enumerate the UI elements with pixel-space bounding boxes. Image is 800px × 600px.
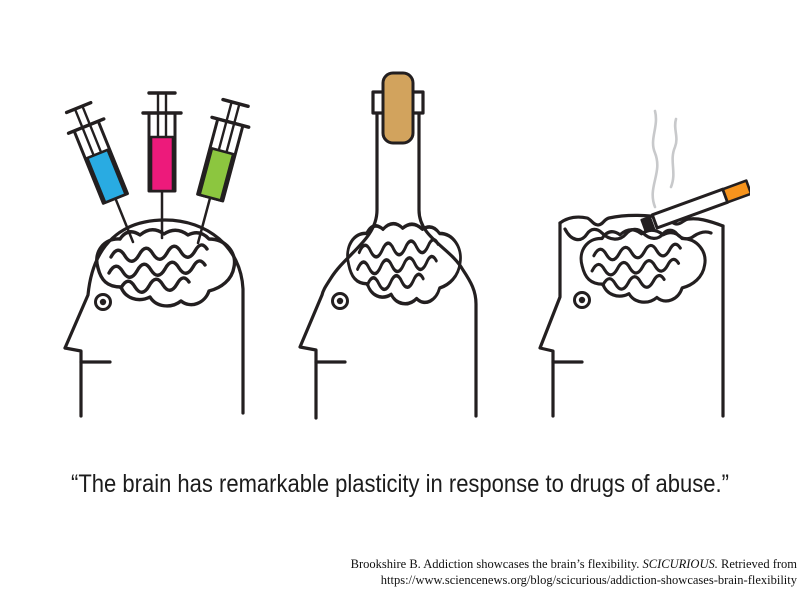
needle [114,197,135,244]
nose-chin-line [63,346,83,418]
needle [196,196,212,245]
brain-drawing [345,221,463,306]
brain-drawing [579,228,707,304]
bottle-left-side [298,111,379,420]
head-outline [538,213,725,418]
citation-url: https://www.sciencenews.org/blog/scicuri… [380,573,797,587]
plunger-handle [221,97,250,109]
syringe-pink-icon [141,91,183,240]
ashtray-head-figure [538,109,750,418]
bottle-head-figure [298,71,478,420]
smoke-icon [651,109,678,209]
cigarette-icon [640,179,750,234]
citation-journal: SCICURIOUS. [642,557,718,571]
citation: Brookshire B. Addiction showcases the br… [351,556,797,588]
plunger-handle [64,100,93,115]
eye-icon [331,292,349,310]
syringe-blue-fill [85,148,127,204]
cigarette-filter [721,179,750,204]
citation-author-title: Brookshire B. Addiction showcases the br… [350,557,643,571]
cork [381,71,415,145]
head-left-side [538,221,562,418]
cigarette-burnt-tip [640,215,656,234]
ashtray-rim [558,213,725,228]
eye-icon [573,291,591,309]
eye-icon [94,293,112,311]
bottle-right-side [417,111,478,418]
syringe-green-fill [198,147,235,202]
syringes-head-figure [63,91,251,418]
flange [210,115,251,129]
flange [66,117,106,135]
head-outline [63,218,245,418]
syringe-blue-icon [64,100,135,244]
syringe-pink-fill [149,135,175,193]
citation-retrieved: Retrieved from [717,557,797,571]
syringe-green-icon [196,97,251,245]
quote-text: “The brain has remarkable plasticity in … [71,470,729,498]
brain-drawing [95,228,237,308]
ashtray-inner-edge [563,227,713,242]
citation-line1: Brookshire B. Addiction showcases the br… [351,556,797,572]
